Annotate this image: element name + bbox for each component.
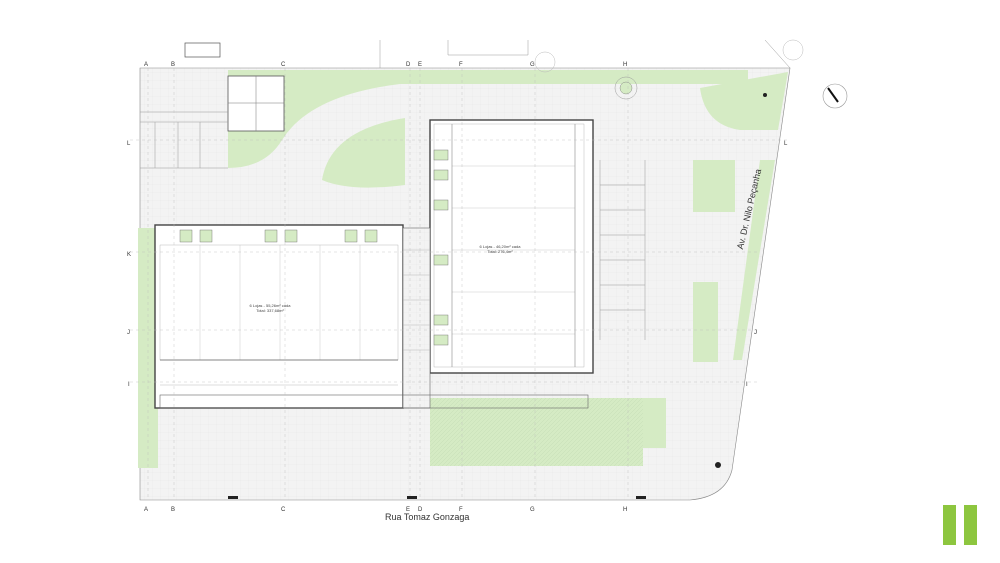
oval-planter	[322, 118, 405, 188]
grid-label-bottom: C	[281, 507, 286, 513]
grid-label-top: B	[171, 62, 175, 68]
store-summary-left-line2: Total: 337,68m²	[256, 308, 284, 313]
logo-bar	[943, 505, 956, 545]
green-bed-right-2	[693, 282, 718, 362]
building-left	[154, 224, 404, 409]
grid-label-left: I	[128, 382, 130, 388]
grid-label-bottom: E	[406, 507, 410, 513]
north-arrow-icon	[822, 83, 848, 109]
front-arcade	[159, 394, 589, 409]
green-bed-right-1	[693, 160, 735, 212]
grid-label-top: G	[530, 62, 535, 68]
grid-label-top: A	[144, 62, 148, 68]
grid-label-top: F	[459, 62, 463, 68]
grid-label-bottom: F	[459, 507, 463, 513]
store-summary-left-line1: 6 Lojas - 55,26m² cada	[249, 303, 291, 308]
green-bed-bottom-right	[643, 398, 666, 448]
logo-mark-icon	[943, 505, 977, 545]
grid-label-top: H	[623, 62, 627, 68]
grid-label-left: L	[127, 141, 131, 147]
store-summary-right-line1: 6 Lojas - 46,20m² cada	[479, 244, 521, 249]
tree	[782, 39, 804, 61]
grid-label-bottom: A	[144, 507, 148, 513]
green-strip-left	[138, 228, 158, 468]
grid-label-right: L	[784, 141, 788, 147]
grid-label-bottom: G	[530, 507, 535, 513]
grid-label-left: K	[127, 252, 131, 258]
grid-label-top: C	[281, 62, 286, 68]
grid-label-bottom: H	[623, 507, 627, 513]
logo-bar	[964, 505, 977, 545]
gate-structure	[184, 42, 221, 58]
store-summary-right: 6 Lojas - 46,20m² cada Total: 276,4m²	[470, 244, 530, 254]
grid-label-top: D	[406, 62, 411, 68]
parking-right	[599, 160, 646, 340]
store-summary-right-line2: Total: 276,4m²	[487, 249, 513, 254]
grid-label-right: J	[754, 330, 757, 336]
grid-label-bottom: D	[418, 507, 423, 513]
building-left-partitions	[199, 245, 361, 360]
grid-label-right: I	[746, 382, 748, 388]
store-summary-left: 6 Lojas - 55,26m² cada Total: 337,68m²	[240, 303, 300, 313]
grid-label-top: E	[418, 62, 422, 68]
corridor	[402, 227, 431, 409]
building-right-partitions	[452, 165, 575, 335]
parking-top-left	[140, 111, 228, 169]
green-strip-top	[228, 70, 748, 84]
green-avenue-top	[700, 72, 788, 130]
tree	[534, 51, 556, 73]
green-strip-avenue	[733, 160, 775, 360]
tree	[614, 76, 638, 100]
grid-label-bottom: B	[171, 507, 175, 513]
street-label-bottom: Rua Tomaz Gonzaga	[385, 512, 470, 522]
grid-label-left: J	[127, 330, 130, 336]
